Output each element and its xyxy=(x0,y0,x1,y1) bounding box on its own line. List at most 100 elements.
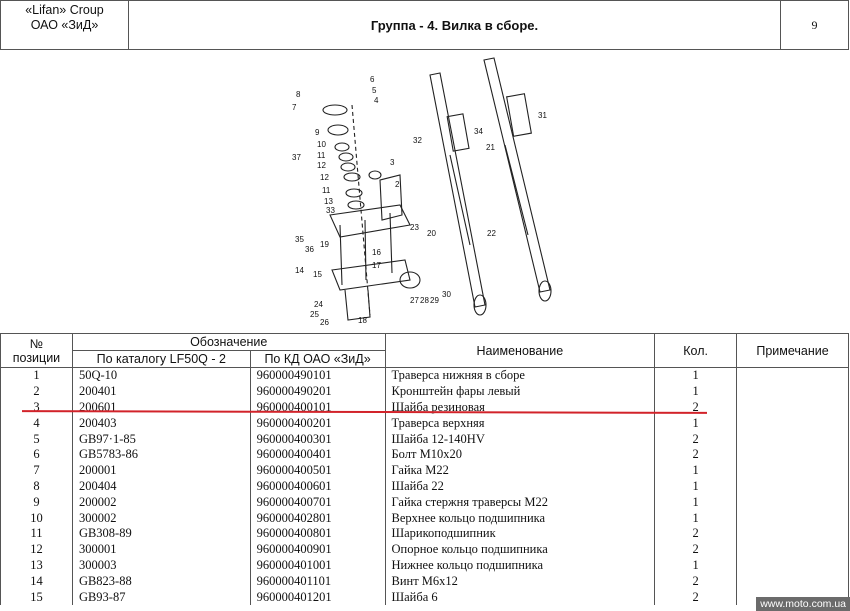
cell-catalog: 50Q-10 xyxy=(71,367,251,384)
cell-kd: 960000400601 xyxy=(249,478,386,495)
cell-catalog: GB97·1-85 xyxy=(71,431,251,447)
cell-note xyxy=(736,557,849,574)
callout: 37 xyxy=(292,153,301,162)
cell-note xyxy=(736,478,849,495)
cell-pos: 4 xyxy=(0,415,73,432)
cell-kd: 960000401201 xyxy=(249,589,386,605)
callout: 31 xyxy=(538,111,547,120)
callout: 28 xyxy=(420,296,429,305)
cell-note xyxy=(736,525,849,542)
cell-name: Шайба 6 xyxy=(384,589,656,605)
col-header-qty: Кол. xyxy=(654,333,738,368)
cell-pos: 1 xyxy=(0,367,73,384)
cell-name: Верхнее кольцо подшипника xyxy=(384,510,656,526)
cell-kd: 960000400701 xyxy=(249,494,386,511)
callout: 34 xyxy=(474,127,483,136)
cell-name: Траверса верхняя xyxy=(384,415,656,432)
callout: 29 xyxy=(430,296,439,305)
cell-kd: 960000400301 xyxy=(249,431,386,447)
cell-kd: 960000400401 xyxy=(249,446,386,463)
callout: 11 xyxy=(322,186,331,195)
cell-qty: 1 xyxy=(654,462,738,479)
cell-qty: 1 xyxy=(654,557,738,574)
cell-name: Нижнее кольцо подшипника xyxy=(384,557,656,574)
cell-pos: 10 xyxy=(0,510,73,526)
callout: 32 xyxy=(413,136,422,145)
cell-qty: 1 xyxy=(654,383,738,400)
cell-qty: 2 xyxy=(654,431,738,447)
callout: 15 xyxy=(313,270,322,279)
cell-catalog: 200002 xyxy=(71,494,251,511)
cell-catalog: 200601 xyxy=(71,399,251,416)
cell-pos: 3 xyxy=(0,399,73,416)
cell-kd: 960000400901 xyxy=(249,541,386,558)
cell-note xyxy=(736,446,849,463)
cell-pos: 15 xyxy=(0,589,73,605)
cell-kd: 960000401101 xyxy=(249,573,386,590)
callout: 26 xyxy=(320,318,329,327)
cell-kd: 960000490101 xyxy=(249,367,386,384)
cell-name: Кронштейн фары левый xyxy=(384,383,656,400)
callout: 25 xyxy=(310,310,319,319)
cell-name: Шайба 12-140HV xyxy=(384,431,656,447)
cell-qty: 2 xyxy=(654,525,738,542)
cell-catalog: 300001 xyxy=(71,541,251,558)
callout: 14 xyxy=(295,266,304,275)
cell-pos: 5 xyxy=(0,431,73,447)
watermark: www.moto.com.ua xyxy=(756,597,850,611)
col-header-note: Примечание xyxy=(736,333,849,368)
callout: 3 xyxy=(390,158,395,167)
cell-note xyxy=(736,415,849,432)
cell-name: Шарикоподшипник xyxy=(384,525,656,542)
callout: 27 xyxy=(410,296,419,305)
company-box: «Lifan» Croup ОАО «ЗиД» xyxy=(0,0,129,50)
cell-kd: 960000400801 xyxy=(249,525,386,542)
cell-name: Гайка М22 xyxy=(384,462,656,479)
col-header-designation: Обозначение xyxy=(71,333,386,351)
callout: 22 xyxy=(487,229,496,238)
cell-catalog: GB308-89 xyxy=(71,525,251,542)
callout: 2 xyxy=(395,180,400,189)
cell-catalog: GB5783-86 xyxy=(71,446,251,463)
cell-note xyxy=(736,462,849,479)
cell-note xyxy=(736,383,849,400)
callout: 11 xyxy=(317,151,326,160)
callout: 13 xyxy=(324,197,333,206)
fork-assembly-diagram: 6 5 4 8 7 9 10 11 12 37 12 11 13 33 3 2 … xyxy=(292,57,552,327)
callout: 18 xyxy=(358,316,367,325)
cell-name: Шайба 22 xyxy=(384,478,656,495)
cell-name: Опорное кольцо подшипника xyxy=(384,541,656,558)
cell-kd: 960000401001 xyxy=(249,557,386,574)
callout: 23 xyxy=(410,223,419,232)
cell-note xyxy=(736,367,849,384)
cell-pos: 9 xyxy=(0,494,73,511)
cell-qty: 1 xyxy=(654,415,738,432)
cell-pos: 12 xyxy=(0,541,73,558)
company-line-1: «Lifan» Croup xyxy=(25,3,104,17)
callout: 16 xyxy=(372,248,381,257)
callout: 12 xyxy=(320,173,329,182)
cell-catalog: GB93-87 xyxy=(71,589,251,605)
col-header-name: Наименование xyxy=(384,333,656,368)
callout: 6 xyxy=(370,75,375,84)
callout: 8 xyxy=(296,90,301,99)
cell-pos: 2 xyxy=(0,383,73,400)
page-number: 9 xyxy=(780,0,849,50)
cell-catalog: 200001 xyxy=(71,462,251,479)
cell-qty: 2 xyxy=(654,573,738,590)
cell-pos: 13 xyxy=(0,557,73,574)
cell-name: Гайка стержня траверсы М22 xyxy=(384,494,656,511)
cell-pos: 7 xyxy=(0,462,73,479)
cell-kd: 960000490201 xyxy=(249,383,386,400)
